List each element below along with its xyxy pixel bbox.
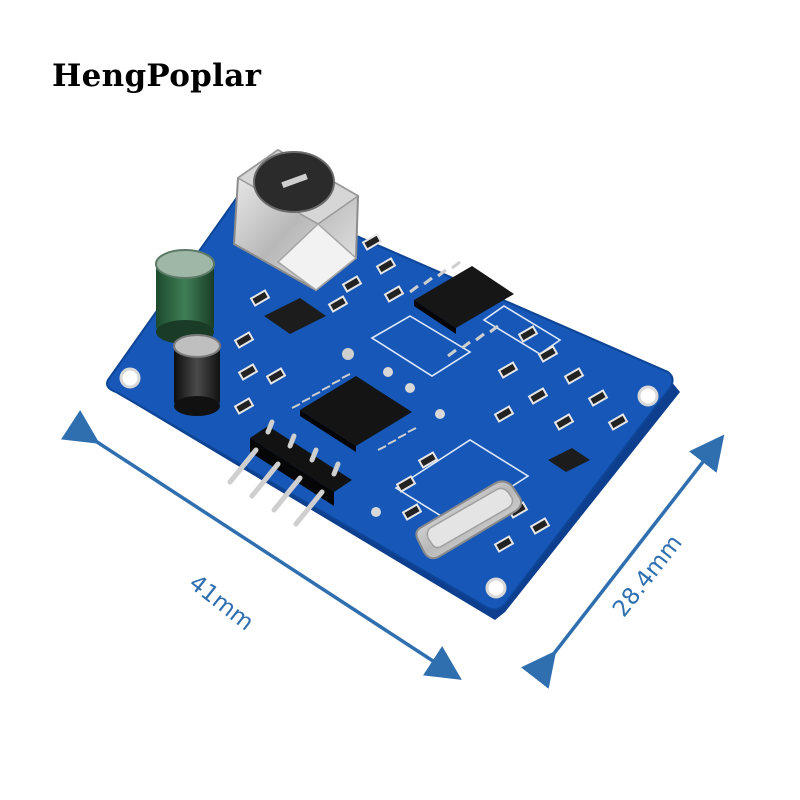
depth-dimension-line bbox=[520, 434, 725, 689]
ic-chip-upper bbox=[409, 260, 514, 358]
width-dimension-line bbox=[60, 410, 462, 680]
dimension-arrows bbox=[60, 410, 725, 689]
capacitor-green bbox=[155, 249, 215, 344]
capacitor-black bbox=[173, 334, 221, 416]
potentiometer bbox=[232, 148, 360, 292]
mounting-holes bbox=[119, 348, 659, 599]
brand-name: HengPoplar bbox=[52, 58, 262, 94]
